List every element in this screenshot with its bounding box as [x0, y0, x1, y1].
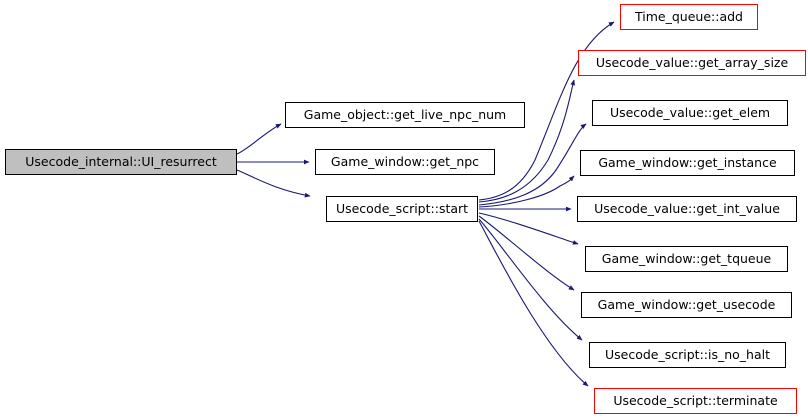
edge-script_start-to-get_instance [478, 175, 575, 208]
graph-node-label: Usecode_script::start [335, 200, 469, 216]
graph-node-is_no_halt[interactable]: Usecode_script::is_no_halt [589, 342, 786, 368]
graph-node-label: Usecode_script::terminate [613, 392, 778, 408]
graph-node-script_start[interactable]: Usecode_script::start [326, 196, 478, 222]
graph-node-get_tqueue[interactable]: Game_window::get_tqueue [585, 246, 788, 272]
graph-node-get_live_npc_num[interactable]: Game_object::get_live_npc_num [285, 102, 525, 128]
graph-node-get_instance[interactable]: Game_window::get_instance [580, 150, 795, 176]
edge-script_start-to-terminate [478, 220, 589, 387]
graph-node-label: Usecode_value::get_elem [609, 104, 771, 120]
graph-node-label: Usecode_value::get_int_value [594, 200, 780, 216]
graph-node-get_int_value[interactable]: Usecode_value::get_int_value [577, 196, 797, 222]
graph-node-label: Game_window::get_tqueue [601, 250, 772, 266]
graph-node-get_array_size[interactable]: Usecode_value::get_array_size [578, 50, 806, 76]
graph-node-label: Time_queue::add [635, 8, 743, 24]
graph-node-terminate[interactable]: Usecode_script::terminate [594, 388, 797, 414]
edge-script_start-to-get_elem [478, 123, 587, 206]
edge-script_start-to-get_tqueue [478, 212, 579, 245]
edge-script_start-to-get_usecode [478, 215, 575, 291]
edge-script_start-to-is_no_halt [478, 218, 583, 341]
edge-ui_resurrect-to-get_live_npc_num [236, 123, 282, 155]
graph-node-ui_resurrect[interactable]: Usecode_internal::UI_resurrect [5, 149, 237, 175]
graph-node-get_npc[interactable]: Game_window::get_npc [315, 149, 495, 175]
edge-ui_resurrect-to-script_start [236, 169, 311, 198]
graph-node-label: Game_window::get_npc [330, 153, 480, 169]
graph-node-label: Game_object::get_live_npc_num [303, 106, 507, 122]
graph-node-tq_add[interactable]: Time_queue::add [620, 4, 758, 30]
graph-node-label: Usecode_internal::UI_resurrect [25, 153, 217, 169]
graph-node-label: Usecode_value::get_array_size [595, 54, 789, 70]
edge-script_start-to-get_array_size [478, 79, 575, 203]
graph-node-get_elem[interactable]: Usecode_value::get_elem [592, 100, 788, 126]
graph-node-label: Game_window::get_usecode [597, 296, 776, 312]
graph-node-label: Game_window::get_instance [598, 154, 777, 170]
graph-node-label: Usecode_script::is_no_halt [604, 346, 770, 362]
graph-node-get_usecode[interactable]: Game_window::get_usecode [581, 292, 792, 318]
